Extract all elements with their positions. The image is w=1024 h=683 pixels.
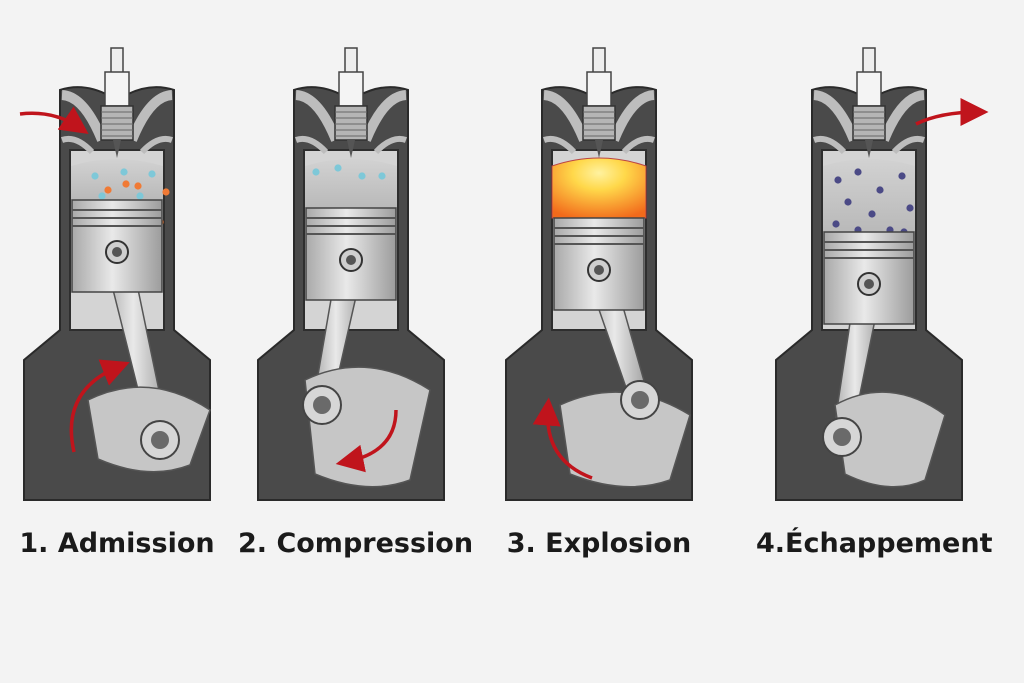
exhaust-port: [879, 90, 925, 142]
crank-counterweight: [834, 391, 946, 488]
particle: [120, 168, 128, 176]
particle: [134, 182, 142, 190]
stroke-label-3: 3. Explosion: [506, 528, 692, 559]
particle: [898, 172, 906, 180]
exhaust-port: [609, 90, 655, 142]
spark-plug: [852, 47, 886, 158]
exhaust-port: [361, 90, 407, 142]
particle: [868, 210, 876, 218]
spark-plug-insulator: [586, 71, 612, 107]
particle: [844, 198, 852, 206]
particle: [832, 220, 840, 228]
rotation-arrow: [532, 397, 593, 480]
intake-valve: [812, 135, 847, 155]
particle: [122, 180, 130, 188]
engine-panel-4: [775, 47, 989, 501]
intake-valve: [60, 135, 95, 155]
piston-body: [823, 231, 915, 325]
intake-valve: [294, 135, 329, 155]
wrist-pin-hole: [864, 279, 874, 289]
particle: [378, 172, 386, 180]
particle: [906, 204, 914, 212]
intake-port: [543, 90, 589, 142]
particle: [98, 192, 106, 200]
wrist-pin-hole: [594, 265, 604, 275]
stroke-label-4: 4.Échappement: [756, 528, 993, 559]
spark-plug: [100, 47, 134, 158]
particle: [104, 186, 112, 194]
piston: [71, 199, 163, 293]
exhaust-port: [127, 90, 173, 142]
crank-counterweight: [559, 391, 691, 488]
spark-plug-terminal: [110, 47, 124, 75]
spark-plug-body: [100, 105, 134, 141]
stroke-label-2: 2. Compression: [238, 528, 474, 559]
piston: [823, 231, 915, 325]
crank-pin-hole: [631, 391, 649, 409]
exhaust-valve: [373, 135, 408, 155]
engine-panel-1: [19, 47, 211, 501]
stroke-label-1: 1. Admission: [19, 528, 215, 559]
exhaust-valve: [139, 135, 174, 155]
engine-panel-3: [505, 47, 693, 501]
exhaust-arrow: [915, 98, 989, 127]
spark-plug-electrode: [113, 140, 121, 158]
spark-plug-insulator: [104, 71, 130, 107]
particle: [162, 188, 170, 196]
piston: [305, 207, 397, 301]
cylinder-charge: [71, 159, 163, 200]
spark-plug-terminal: [592, 47, 606, 75]
crank-pin-hole: [833, 428, 851, 446]
rotation-arrow: [69, 359, 130, 453]
exhaust-valve: [621, 135, 656, 155]
particle: [876, 186, 884, 194]
intake-valve: [542, 135, 577, 155]
wrist-pin-hole: [346, 255, 356, 265]
particle: [136, 192, 144, 200]
crank-pin-hole: [151, 431, 169, 449]
particle: [91, 172, 99, 180]
spark-plug-body: [582, 105, 616, 141]
combustion-flame: [551, 157, 647, 219]
particle: [312, 168, 320, 176]
spark-plug-body: [334, 105, 368, 141]
spark-plug-insulator: [338, 71, 364, 107]
rotation-arrow: [335, 409, 398, 473]
engine-panel-2: [257, 47, 445, 501]
intake-arrow: [19, 106, 89, 134]
spark-plug: [334, 47, 368, 158]
spark-plug-electrode: [595, 140, 603, 158]
cylinder-charge: [305, 159, 397, 208]
cylinder-charge: [823, 159, 915, 232]
spark-plug-body: [852, 105, 886, 141]
exhaust-valve: [891, 135, 926, 155]
particle: [834, 176, 842, 184]
wrist-pin-hole: [112, 247, 122, 257]
particle: [334, 164, 342, 172]
spark-plug-terminal: [862, 47, 876, 75]
particle: [358, 172, 366, 180]
spark-plug-electrode: [347, 140, 355, 158]
spark-plug: [582, 47, 616, 158]
intake-port: [813, 90, 859, 142]
piston: [553, 217, 645, 311]
particle: [148, 170, 156, 178]
spark-plug-terminal: [344, 47, 358, 75]
intake-port: [295, 90, 341, 142]
spark-plug-electrode: [865, 140, 873, 158]
particle: [854, 168, 862, 176]
crank-pin-hole: [313, 396, 331, 414]
spark-plug-insulator: [856, 71, 882, 107]
